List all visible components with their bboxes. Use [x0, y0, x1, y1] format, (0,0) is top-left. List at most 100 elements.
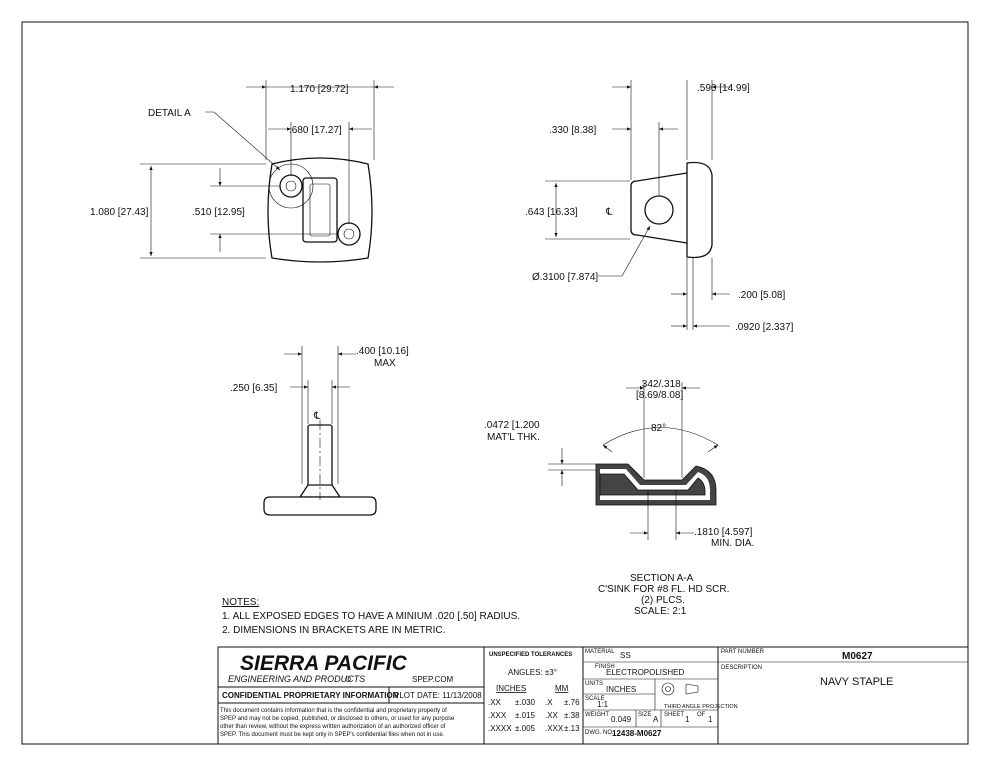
sheet-label: SHEET — [664, 712, 684, 718]
screw-hole-right-inner — [343, 228, 355, 240]
overall-width-dim: 1.170 [29.72] — [290, 84, 349, 95]
hole-vertical-dim: .510 [12.95] — [192, 207, 245, 218]
material-label: MATERIAL — [585, 649, 615, 655]
tol-row-1-mm: .X — [545, 698, 553, 707]
section-caption-2: C'SINK FOR #8 FL. HD SCR. — [598, 584, 729, 595]
company-website: SPEP.COM — [412, 675, 454, 684]
scale-value: 1:1 — [597, 700, 609, 709]
plot-date: PLOT DATE: 11/13/2008 — [394, 691, 482, 700]
tol-row-2-mm-val: ±.38 — [564, 711, 580, 720]
description-label: DESCRIPTION — [721, 665, 762, 671]
material-value: SS — [620, 651, 631, 660]
company-subtitle: ENGINEERING AND PRODUCTS — [228, 674, 365, 684]
units-label: UNITS — [585, 681, 603, 687]
note-1: 1. ALL EXPOSED EDGES TO HAVE A MINIUM .0… — [222, 611, 520, 622]
angle-arc — [602, 427, 719, 446]
units-value: INCHES — [606, 685, 636, 694]
angle-tolerance: ANGLES: ±3° — [508, 668, 557, 677]
section-a-a: .342/.318 [8.69/8.08] 82° .0472 [1.200 M… — [484, 379, 754, 617]
note-2: 2. DIMENSIONS IN BRACKETS ARE IN METRIC. — [222, 625, 445, 636]
of-label: OF — [697, 712, 706, 718]
size-value: A — [653, 715, 659, 724]
section-caption-4: SCALE: 2:1 — [634, 606, 687, 617]
title-block: SIERRA PACIFIC ENGINEERING AND PRODUCTS … — [217, 646, 969, 745]
company-logo: SIERRA PACIFIC — [240, 652, 408, 675]
sheet-value: 1 — [685, 715, 690, 724]
flange-side — [686, 161, 713, 259]
flange-dim: .200 [5.08] — [738, 290, 785, 301]
sheet-total: 1 — [708, 715, 713, 724]
confidential-line-1: This document contains information that … — [220, 708, 447, 714]
side-centerline-dim: .330 [8.38] — [549, 125, 596, 136]
centerline-symbol-front: ℄ — [313, 411, 321, 422]
size-label: SIZE — [638, 712, 651, 718]
confidential-line-4: SPEP. This document must be kept only in… — [220, 732, 445, 738]
weight-label: WEIGHT — [585, 712, 609, 718]
hole-diameter-dim: Ø.3100 [7.874] — [532, 272, 598, 283]
confidential-line-3: other than review, without the express w… — [220, 724, 446, 730]
tol-row-3-in-val: ±.005 — [515, 724, 536, 733]
bridge-inner — [309, 183, 331, 237]
tol-row-1-in-val: ±.030 — [515, 698, 536, 707]
tol-row-1-mm-val: ±.76 — [564, 698, 580, 707]
csink-dia-mm: [8.69/8.08] — [636, 390, 683, 401]
section-inner-hatch — [599, 473, 706, 496]
detail-a-label: DETAIL A — [148, 108, 191, 119]
bridge-slot — [302, 177, 338, 243]
confidential-title: CONFIDENTIAL PROPRIETARY INFORMATION — [222, 691, 399, 700]
post-dim: .250 [6.35] — [230, 383, 277, 394]
front-view: ℄ .400 [10.16] MAX .250 [6.35] — [230, 346, 409, 516]
section-caption-1: SECTION A-A — [630, 573, 694, 584]
thickness-dim: .0920 [2.337] — [735, 322, 794, 333]
side-width-dim: .590 [14.99] — [697, 83, 750, 94]
tol-row-2-mm: .XX — [545, 711, 559, 720]
part-number-label: PART NUMBER — [721, 649, 765, 655]
part-number: M0627 — [842, 651, 873, 662]
finish-label: FINISH — [595, 664, 615, 670]
tol-row-3-mm: .XXX — [545, 724, 564, 733]
top-view: DETAIL A 1.170 [29.72] .680 [17.27] 1.08… — [90, 80, 394, 263]
material-thk-note: MAT'L THK. — [487, 432, 540, 443]
drawing-border — [21, 21, 969, 745]
mm-label: MM — [555, 684, 569, 693]
screw-hole-left-inner — [285, 180, 297, 192]
centerline-symbol-side: ℄ — [605, 207, 613, 218]
tol-row-3-in: .XXXX — [488, 724, 512, 733]
projection-inner-icon — [665, 686, 671, 692]
description-value: NAVY STAPLE — [820, 676, 893, 688]
confidential-line-2: SPEP and may not be copied, published, o… — [220, 716, 455, 722]
dwg-label: DWG. NO. — [585, 730, 614, 736]
base-front — [263, 496, 377, 516]
hole-spacing-dim: .680 [17.27] — [289, 125, 342, 136]
tol-row-1-in: .XX — [488, 698, 502, 707]
min-dia-dim: .1810 [4.597] — [694, 527, 753, 538]
inches-label: INCHES — [496, 684, 526, 693]
dwg-number: 12438-M0627 — [612, 729, 662, 738]
section-caption-3: (2) PLCS. — [641, 595, 685, 606]
min-dia-note: MIN. DIA. — [711, 538, 754, 549]
screw-hole-left — [279, 174, 303, 198]
side-view: ℄ .590 [14.99] .330 [8.38] .643 [16.33] … — [525, 80, 794, 333]
overall-height-dim: 1.080 [27.43] — [90, 207, 149, 218]
hole-side — [644, 195, 674, 225]
notes: NOTES: 1. ALL EXPOSED EDGES TO HAVE A MI… — [222, 597, 520, 636]
front-width-note: MAX — [374, 358, 396, 369]
csink-angle: 82° — [651, 423, 666, 434]
projection-label: THIRD ANGLE PROJECTION — [664, 704, 738, 710]
registered-icon — [345, 676, 351, 682]
projection-circle-icon — [661, 682, 675, 696]
notes-heading: NOTES: — [222, 597, 259, 608]
tolerances-heading: UNSPECIFIED TOLERANCES — [489, 652, 572, 658]
tol-row-2-in-val: ±.015 — [515, 711, 536, 720]
finish-value: ELECTROPOLISHED — [606, 668, 684, 677]
tol-row-2-in: .XXX — [488, 711, 507, 720]
weight-value: 0.049 — [611, 715, 632, 724]
projection-cone-icon — [685, 683, 699, 695]
tol-row-3-mm-val: ±.13 — [564, 724, 580, 733]
side-height-dim: .643 [16.33] — [525, 207, 578, 218]
csink-dia-dim: .342/.318 — [639, 379, 681, 390]
front-width-dim: .400 [10.16] — [356, 346, 409, 357]
scale-label: SCALE — [585, 696, 605, 702]
screw-hole-right — [337, 222, 361, 246]
